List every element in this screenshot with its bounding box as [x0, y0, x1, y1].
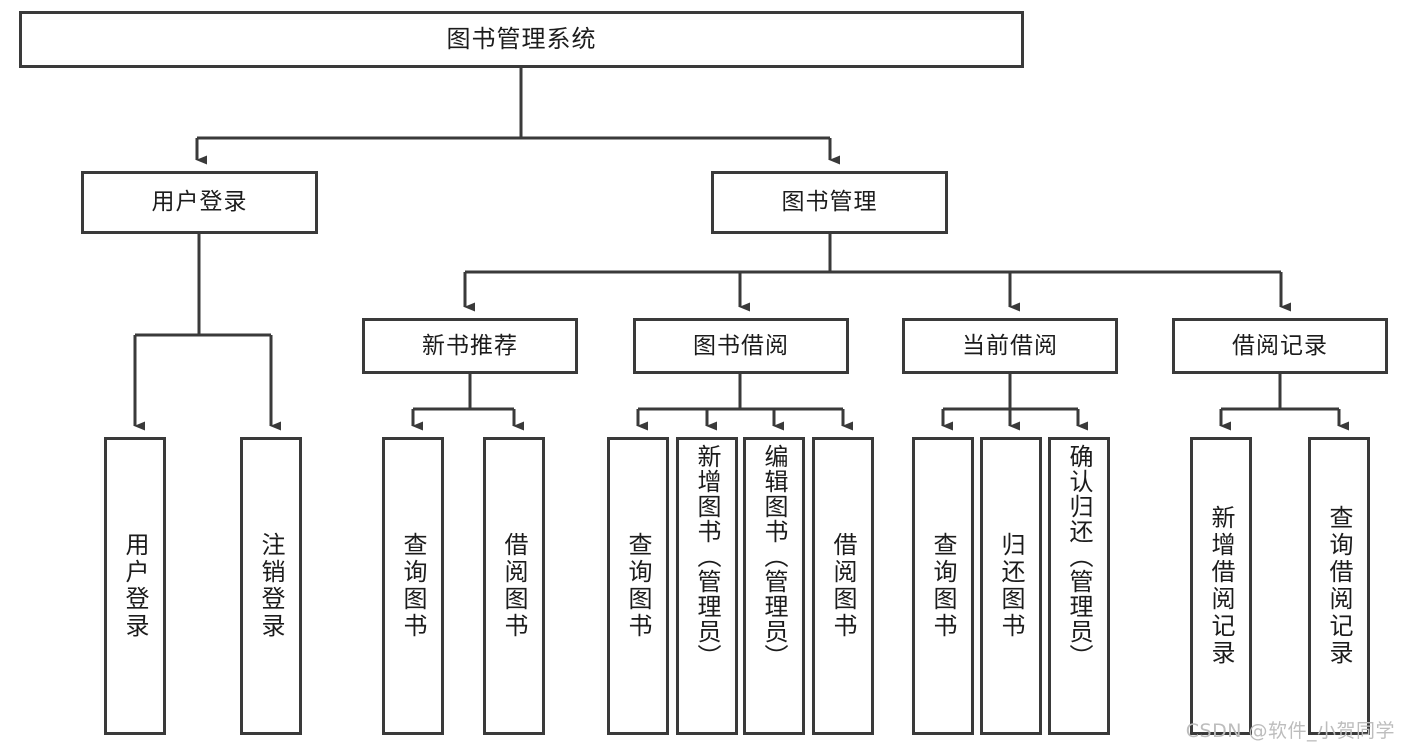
leaf-borrow-record-query-record[interactable]: 查询借阅记录: [1308, 437, 1370, 735]
leaf-user-login-logout[interactable]: 注销登录: [240, 437, 302, 735]
leaf-label: 编辑图书（管理员）: [760, 444, 788, 669]
leaf-label: 借阅图书: [500, 532, 528, 640]
node-label: 当前借阅: [962, 332, 1058, 359]
leaf-current-borrow-return-book[interactable]: 归还图书: [980, 437, 1042, 735]
leaf-label: 借阅图书: [829, 532, 857, 640]
node-label: 图书管理: [781, 189, 878, 216]
node-label: 新书推荐: [422, 332, 518, 359]
leaf-label: 新增借阅记录: [1207, 505, 1235, 667]
node-book-borrow[interactable]: 图书借阅: [633, 318, 849, 374]
node-label: 用户登录: [151, 189, 248, 216]
node-root-book-management-system[interactable]: 图书管理系统: [19, 11, 1024, 68]
node-label: 图书管理系统: [446, 24, 597, 53]
node-new-book-recommend[interactable]: 新书推荐: [362, 318, 578, 374]
leaf-new-book-borrow-book[interactable]: 借阅图书: [483, 437, 545, 735]
node-book-management[interactable]: 图书管理: [711, 171, 948, 234]
leaf-borrow-record-add-record[interactable]: 新增借阅记录: [1190, 437, 1252, 735]
leaf-current-borrow-confirm-return-admin[interactable]: 确认归还（管理员）: [1048, 437, 1110, 735]
leaf-current-borrow-query-book[interactable]: 查询图书: [912, 437, 974, 735]
leaf-user-login-login[interactable]: 用户登录: [104, 437, 166, 735]
leaf-label: 查询借阅记录: [1325, 505, 1353, 667]
node-label: 借阅记录: [1232, 332, 1328, 359]
leaf-book-borrow-query-book[interactable]: 查询图书: [607, 437, 669, 735]
leaf-label: 查询图书: [929, 532, 957, 640]
node-borrow-record[interactable]: 借阅记录: [1172, 318, 1388, 374]
leaf-label: 查询图书: [399, 532, 427, 640]
leaf-label: 归还图书: [997, 532, 1025, 640]
watermark-text: CSDN @软件_小贺同学: [1185, 720, 1395, 742]
leaf-label: 注销登录: [257, 532, 285, 640]
leaf-label: 新增图书（管理员）: [693, 444, 721, 669]
leaf-label: 用户登录: [121, 532, 149, 640]
leaf-book-borrow-edit-book-admin[interactable]: 编辑图书（管理员）: [743, 437, 805, 735]
node-label: 图书借阅: [693, 332, 789, 359]
node-user-login[interactable]: 用户登录: [81, 171, 318, 234]
leaf-book-borrow-add-book-admin[interactable]: 新增图书（管理员）: [676, 437, 738, 735]
leaf-new-book-query-book[interactable]: 查询图书: [382, 437, 444, 735]
leaf-book-borrow-borrow-book[interactable]: 借阅图书: [812, 437, 874, 735]
leaf-label: 查询图书: [624, 532, 652, 640]
node-current-borrow[interactable]: 当前借阅: [902, 318, 1118, 374]
leaf-label: 确认归还（管理员）: [1065, 444, 1093, 669]
